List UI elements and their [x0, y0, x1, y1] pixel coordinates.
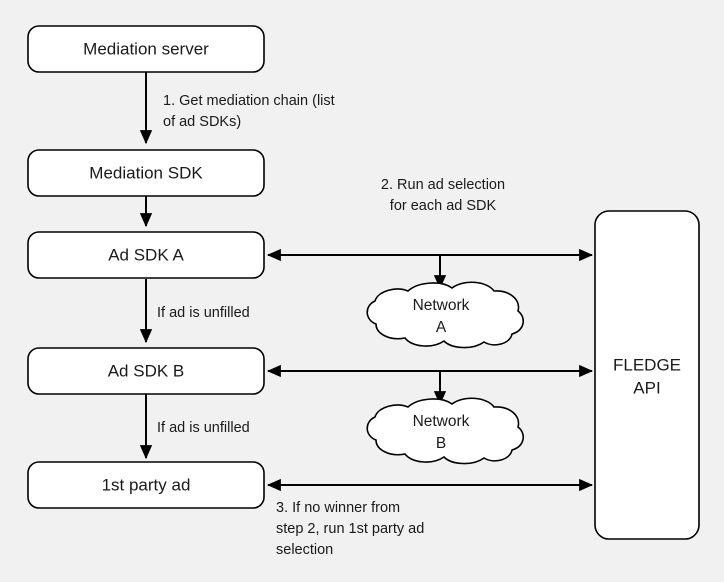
node-fledge-api[interactable]: FLEDGE API: [594, 210, 700, 540]
fledge-api-box[interactable]: [594, 210, 700, 540]
step3-line3: selection: [276, 542, 333, 558]
edge-label-step2: 2. Run ad selection for each ad SDK: [381, 177, 505, 214]
node-mediation-sdk[interactable]: Mediation SDK: [27, 149, 265, 197]
node-network-a[interactable]: Network A: [366, 281, 525, 349]
mediation-sdk-label: Mediation SDK: [89, 163, 203, 182]
mediation-server-box[interactable]: [27, 25, 265, 73]
edge-label-unfilled-a: If ad is unfilled: [157, 305, 250, 321]
step3-line1: 3. If no winner from: [276, 500, 400, 516]
network-b-cloud[interactable]: [366, 397, 525, 465]
edge-label-unfilled-b: If ad is unfilled: [157, 420, 250, 436]
step2-line1: 2. Run ad selection: [381, 177, 505, 193]
network-b-label-line1: Network: [413, 413, 470, 430]
network-a-label-line1: Network: [413, 297, 470, 314]
first-party-ad-label: 1st party ad: [102, 475, 191, 494]
edge-label-step3: 3. If no winner from step 2, run 1st par…: [276, 500, 424, 558]
node-network-b[interactable]: Network B: [366, 397, 525, 465]
step3-line2: step 2, run 1st party ad: [276, 521, 424, 537]
step2-line2: for each ad SDK: [390, 198, 497, 214]
ad-sdk-a-box[interactable]: [27, 231, 265, 279]
fledge-api-label-line2: API: [633, 378, 660, 397]
mediation-server-label: Mediation server: [83, 39, 209, 58]
edge-label-step1: 1. Get mediation chain (list of ad SDKs): [163, 93, 335, 130]
network-a-label-line2: A: [436, 319, 447, 336]
step1-line1: 1. Get mediation chain (list: [163, 93, 335, 109]
node-ad-sdk-b[interactable]: Ad SDK B: [27, 347, 265, 395]
network-a-cloud[interactable]: [366, 281, 525, 349]
mediation-sdk-box[interactable]: [27, 149, 265, 197]
fledge-api-label-line1: FLEDGE: [613, 355, 681, 374]
ad-sdk-b-box[interactable]: [27, 347, 265, 395]
step1-line2: of ad SDKs): [163, 114, 241, 130]
node-mediation-server[interactable]: Mediation server: [27, 25, 265, 73]
node-first-party-ad[interactable]: 1st party ad: [27, 461, 265, 509]
first-party-ad-box[interactable]: [27, 461, 265, 509]
network-b-label-line2: B: [436, 435, 446, 452]
ad-sdk-a-label: Ad SDK A: [108, 245, 184, 264]
ad-sdk-b-label: Ad SDK B: [108, 361, 185, 380]
node-ad-sdk-a[interactable]: Ad SDK A: [27, 231, 265, 279]
